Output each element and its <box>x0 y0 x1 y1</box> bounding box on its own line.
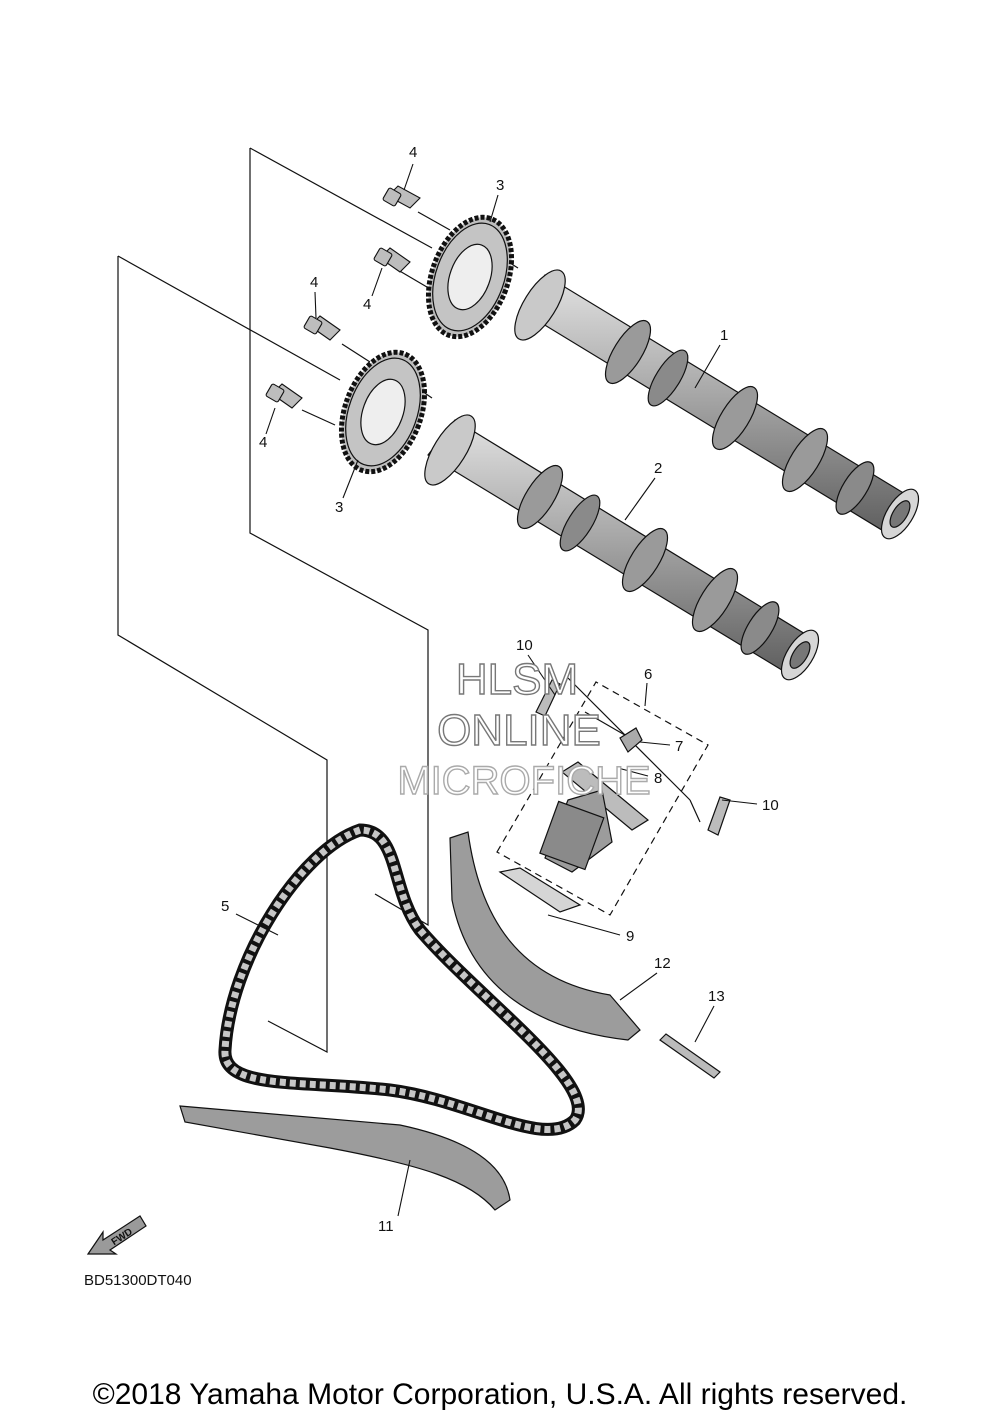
callout-3a: 3 <box>496 177 504 194</box>
callout-7: 7 <box>675 738 683 755</box>
drawing-code: BD51300DT040 <box>84 1272 192 1289</box>
watermark-line-2: ONLINE <box>437 706 601 755</box>
chain-guide-lower <box>179 1105 511 1211</box>
callout-13: 13 <box>708 988 725 1005</box>
callout-12: 12 <box>654 955 671 972</box>
callout-11: 11 <box>378 1218 394 1235</box>
callout-4d: 4 <box>259 434 267 451</box>
callout-6: 6 <box>644 666 652 683</box>
callout-10b: 10 <box>762 797 779 814</box>
callout-4c: 4 <box>310 274 318 291</box>
sprocket-lower <box>338 349 428 475</box>
callout-1: 1 <box>720 327 728 344</box>
callout-3b: 3 <box>335 499 343 516</box>
bolt-4a <box>382 185 421 209</box>
callout-leaders <box>235 163 758 1217</box>
watermark: HLSM ONLINE MICROFICHE <box>397 654 652 803</box>
watermark-line-1: HLSM <box>456 655 578 704</box>
bolt-4d <box>265 383 303 409</box>
sprocket-bolts <box>265 185 421 409</box>
chain-guide-tensioner-side <box>449 831 641 1041</box>
callout-4a: 4 <box>409 144 417 161</box>
bolt-4c <box>303 315 341 341</box>
callout-labels: 1 2 3 3 4 4 4 4 5 6 7 8 9 10 10 11 12 13 <box>221 144 779 1235</box>
copyright-notice: ©2018 Yamaha Motor Corporation, U.S.A. A… <box>92 1378 908 1411</box>
sprocket-upper <box>425 214 515 340</box>
callout-9: 9 <box>626 928 634 945</box>
camshaft-lower <box>424 414 820 681</box>
guide-pin <box>659 1033 721 1079</box>
callout-2: 2 <box>654 460 662 477</box>
watermark-line-3: MICROFICHE <box>397 759 650 803</box>
bolt-4b <box>373 247 411 273</box>
camshaft-upper <box>514 269 920 540</box>
tensioner-assembly <box>498 679 731 913</box>
timing-chain <box>218 823 585 1136</box>
callout-5: 5 <box>221 898 229 915</box>
callout-10a: 10 <box>516 637 533 654</box>
callout-8: 8 <box>654 770 662 787</box>
fwd-arrow-icon: FWD <box>86 1215 147 1255</box>
callout-4b: 4 <box>363 296 371 313</box>
